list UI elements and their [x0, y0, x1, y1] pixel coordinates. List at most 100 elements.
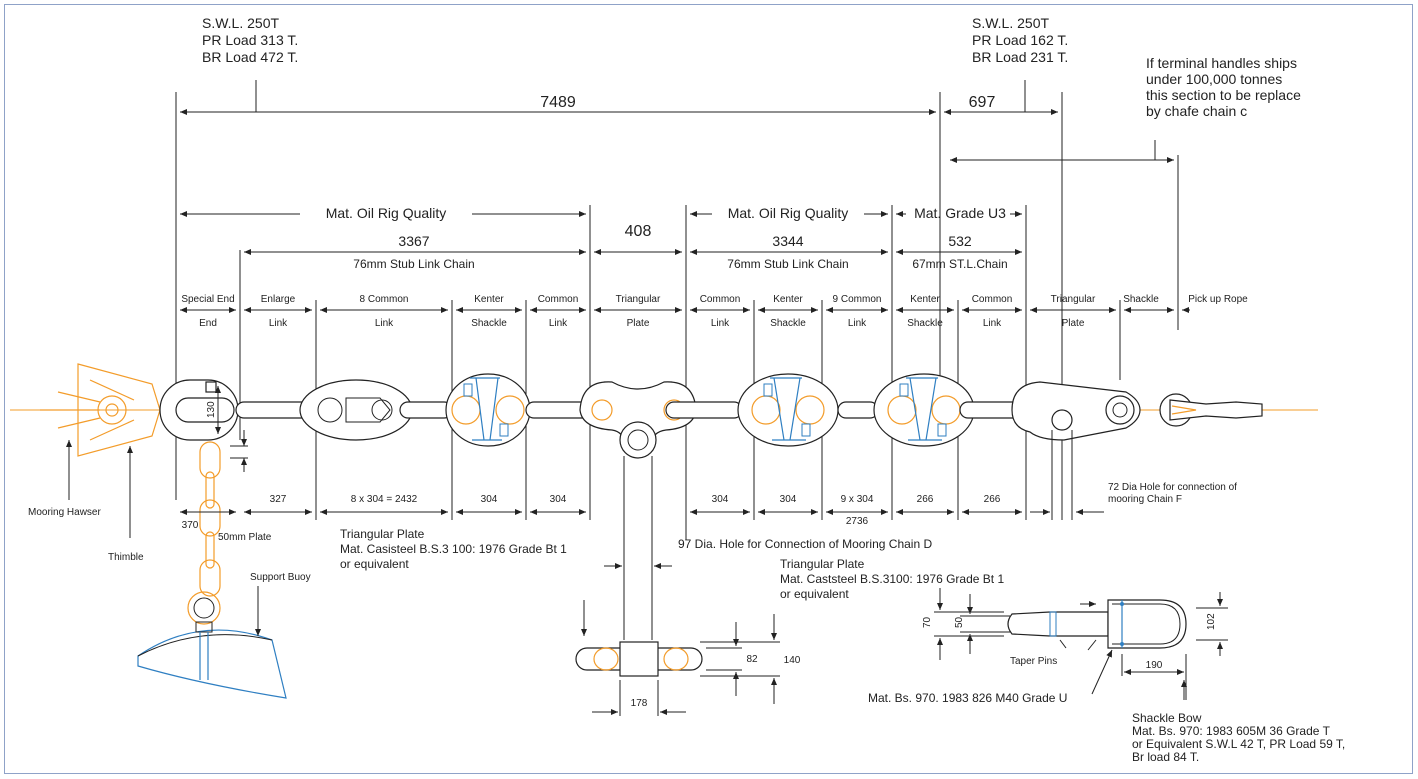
svg-text:266: 266	[984, 494, 1001, 505]
material-section-2: Mat. Oil Rig Quality	[728, 205, 849, 221]
triangular-plate-1	[579, 381, 697, 640]
component-label: Shackle	[1123, 294, 1159, 305]
terminal-note: If terminal handles ships under 100,000 …	[1146, 55, 1301, 119]
dim-82: 82	[746, 654, 758, 665]
dim-697: 697	[969, 94, 996, 111]
svg-text:266: 266	[917, 494, 934, 505]
support-buoy-label: Support Buoy	[250, 572, 311, 583]
shackle-pin-detail	[934, 588, 1228, 700]
buoy-chain	[187, 441, 221, 625]
svg-text:Shackle: Shackle	[907, 318, 943, 329]
component-label: Pick up Rope	[1188, 294, 1248, 305]
common-link-2	[665, 401, 743, 419]
support-buoy	[137, 621, 287, 699]
svg-text:Triangular Plate: Triangular Plate	[340, 527, 425, 541]
triangular-plate-left-note: Triangular Plate Mat. Casisteel B.S.3 10…	[340, 527, 567, 571]
hole-97-note: 97 Dia. Hole for Connection of Mooring C…	[678, 537, 932, 551]
svg-text:this section to be replace: this section to be replace	[1146, 87, 1301, 103]
svg-text:Link: Link	[549, 318, 568, 329]
right-swl: S.W.L. 250T	[972, 15, 1049, 31]
kenter-shackle-1	[445, 373, 531, 447]
component-label: 8 Common	[360, 294, 409, 305]
component-label: Triangular	[1051, 294, 1096, 305]
svg-text:327: 327	[270, 494, 287, 505]
svg-text:Shackle: Shackle	[471, 318, 507, 329]
right-load-notes: S.W.L. 250T PR Load 162 T. BR Load 231 T…	[972, 15, 1068, 65]
svg-text:72 Dia Hole for connection of: 72 Dia Hole for connection of	[1108, 482, 1237, 493]
svg-text:or equivalent: or equivalent	[340, 557, 409, 571]
shackle-bow-note: Shackle Bow Mat. Bs. 970: 1983 605M 36 G…	[1132, 711, 1345, 764]
bottom-dimensions: 370 327 8 x 304 = 2432 304 304 304 304 9…	[180, 494, 1104, 531]
section-2-chain: 76mm Stub Link Chain	[727, 257, 848, 271]
svg-text:304: 304	[780, 494, 797, 505]
dim-102: 102	[1206, 613, 1217, 630]
dim-130: 130	[206, 401, 217, 418]
component-label: Common	[700, 294, 741, 305]
material-bs970-note: Mat. Bs. 970. 1983 826 M40 Grade U	[868, 691, 1067, 705]
svg-text:Plate: Plate	[1062, 318, 1085, 329]
dim-7489: 7489	[540, 94, 576, 111]
svg-text:2736: 2736	[846, 516, 869, 527]
svg-text:Shackle Bow: Shackle Bow	[1132, 711, 1202, 725]
svg-text:End: End	[199, 318, 217, 329]
svg-text:mooring Chain F: mooring Chain F	[1108, 494, 1182, 505]
left-swl: S.W.L. 250T	[202, 15, 279, 31]
right-pr-load: PR Load 162 T.	[972, 32, 1068, 48]
plate-50mm-label: 50mm Plate	[218, 532, 272, 543]
svg-text:Shackle: Shackle	[770, 318, 806, 329]
mooring-hawser-label: Mooring Hawser	[28, 507, 101, 518]
svg-text:Link: Link	[269, 318, 288, 329]
dim-140: 140	[784, 655, 801, 666]
dim-178: 178	[631, 698, 648, 709]
svg-text:or equivalent: or equivalent	[780, 587, 849, 601]
svg-text:Mat. Bs. 970: 1983 605M 36 Gra: Mat. Bs. 970: 1983 605M 36 Grade T	[1132, 724, 1331, 738]
component-label: Kenter	[910, 294, 940, 305]
component-label: 9 Common	[833, 294, 882, 305]
left-load-notes: S.W.L. 250T PR Load 313 T. BR Load 472 T…	[202, 15, 298, 65]
triangular-plate-mid-note: Triangular Plate Mat. Caststeel B.S.3100…	[780, 557, 1004, 601]
hole-72-note: 72 Dia Hole for connection of mooring Ch…	[1108, 482, 1237, 505]
dim-70: 70	[922, 616, 933, 628]
kenter-shackle-2	[737, 373, 839, 447]
svg-text:304: 304	[481, 494, 498, 505]
material-section-3: Mat. Grade U3	[914, 205, 1006, 221]
component-label: Special End	[181, 294, 234, 305]
section-1-length: 3367	[398, 233, 429, 249]
svg-text:under 100,000 tonnes: under 100,000 tonnes	[1146, 71, 1282, 87]
taper-pins-label: Taper Pins	[1010, 656, 1057, 667]
svg-text:8 x 304 = 2432: 8 x 304 = 2432	[351, 494, 418, 505]
svg-text:If terminal handles ships: If terminal handles ships	[1146, 55, 1297, 71]
svg-text:304: 304	[550, 494, 567, 505]
component-label: Triangular	[616, 294, 661, 305]
component-label: Enlarge	[261, 294, 296, 305]
shackle-pickup	[1105, 393, 1263, 427]
mooring-hawser-thimble	[40, 363, 161, 457]
svg-text:9 x 304: 9 x 304	[841, 494, 874, 505]
svg-text:Link: Link	[711, 318, 730, 329]
component-label: Common	[538, 294, 579, 305]
section-2-length: 3344	[772, 233, 803, 249]
svg-text:Mat. Casisteel B.S.3 100: 1976: Mat. Casisteel B.S.3 100: 1976 Grade Bt …	[340, 542, 567, 556]
section-3-length: 532	[948, 233, 972, 249]
component-label: Kenter	[773, 294, 803, 305]
left-br-load: BR Load 472 T.	[202, 49, 298, 65]
thimble-label: Thimble	[108, 552, 144, 563]
dim-408: 408	[625, 223, 652, 240]
svg-text:by chafe chain c: by chafe chain c	[1146, 103, 1247, 119]
svg-text:Link: Link	[375, 318, 394, 329]
svg-text:Link: Link	[983, 318, 1002, 329]
section-3-chain: 67mm ST.L.Chain	[912, 257, 1007, 271]
dim-370: 370	[182, 520, 199, 531]
svg-text:Triangular Plate: Triangular Plate	[780, 557, 865, 571]
dim-190: 190	[1146, 660, 1163, 671]
material-section-1: Mat. Oil Rig Quality	[326, 205, 447, 221]
triangular-plate-2	[1011, 381, 1141, 520]
left-pr-load: PR Load 313 T.	[202, 32, 298, 48]
svg-text:or Equivalent S.W.L 42 T, PR L: or Equivalent S.W.L 42 T, PR Load 59 T,	[1132, 737, 1345, 751]
plate-section-detail	[575, 563, 780, 716]
svg-text:Link: Link	[848, 318, 867, 329]
svg-text:304: 304	[712, 494, 729, 505]
component-label: Kenter	[474, 294, 504, 305]
svg-text:Mat. Caststeel B.S.3100: 1976: Mat. Caststeel B.S.3100: 1976 Grade Bt 1	[780, 572, 1004, 586]
